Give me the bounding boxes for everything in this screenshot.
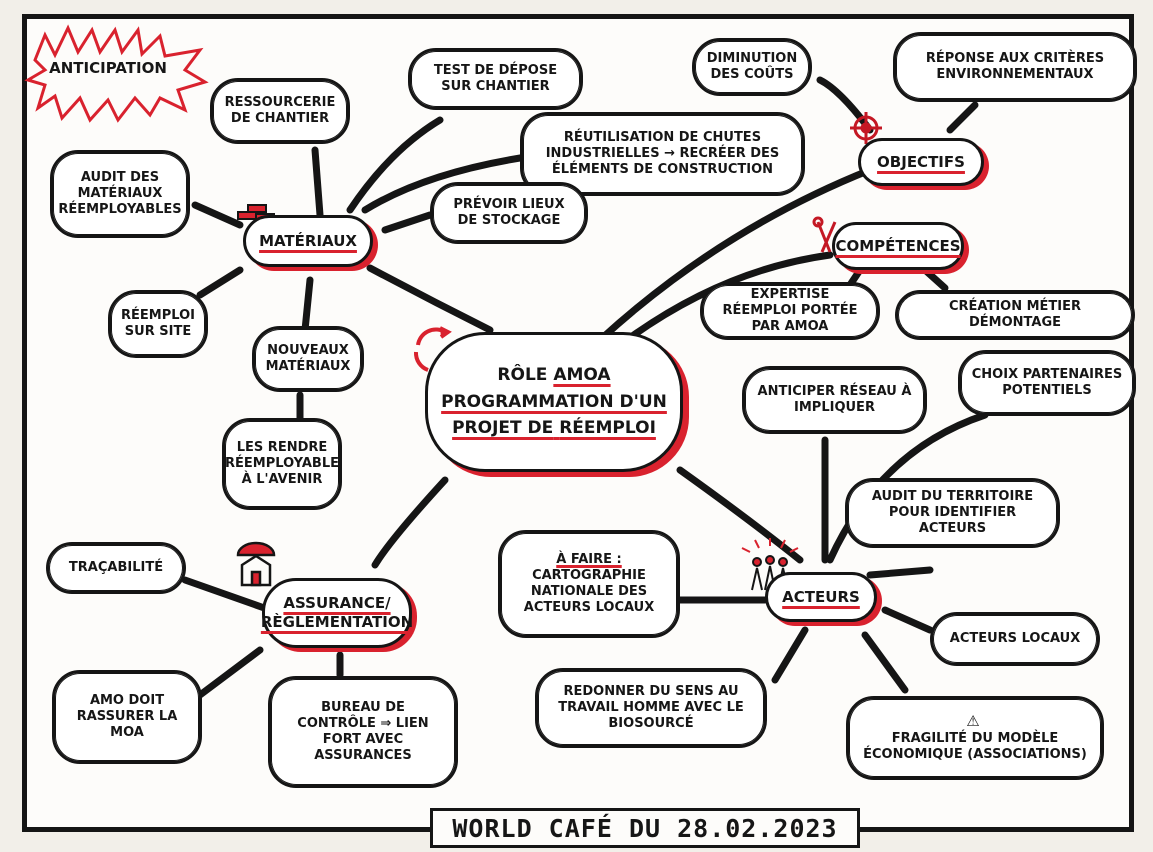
anticipation-tag: ANTICIPATION [49, 59, 167, 77]
center-role-text: RÔLE [497, 365, 548, 386]
note-rendre: LES RENDRE RÉEMPLOYABLE À L'AVENIR [222, 418, 342, 510]
note-redonner: REDONNER DU SENS AU TRAVAIL HOMME AVEC L… [535, 668, 767, 748]
link-obj-reponse [946, 101, 979, 134]
category-acteurs: ACTEURS [765, 572, 877, 622]
link-mat-test [346, 116, 444, 214]
category-materiaux-label: MATÉRIAUX [259, 231, 357, 250]
link-act-locaux [881, 606, 934, 634]
target-icon [850, 112, 882, 144]
note-creation: CRÉATION MÉTIER DÉMONTAGE [895, 290, 1135, 340]
link-act-redonner [771, 626, 809, 684]
note-expertise: EXPERTISE RÉEMPLOI PORTÉE PAR AMOA [700, 282, 880, 340]
note-tracabilite: TRAÇABILITÉ [46, 542, 186, 594]
category-assurance-label: ASSURANCE/ RÈGLEMENTATION [260, 594, 414, 631]
warning-icon: ⚠ [966, 712, 980, 731]
link-center-materiaux [366, 264, 494, 334]
umbrella-house-icon [236, 541, 276, 587]
category-acteurs-label: ACTEURS [782, 587, 860, 606]
link-ass-tracabilite [181, 576, 274, 614]
fragilite-text: ⚠FRAGILITÉ DU MODÈLE ÉCONOMIQUE (ASSOCIA… [859, 712, 1091, 763]
tools-icon [812, 216, 837, 253]
note-audit-materiaux: AUDIT DES MATÉRIAUX RÉEMPLOYABLES [50, 150, 190, 238]
note-diminution: DIMINUTION DES COÛTS [692, 38, 812, 96]
center-reemploi-text: RÉEMPLOI [559, 418, 656, 439]
center-amoa-text: AMOA [553, 365, 611, 386]
center-line-2: PROGRAMMATION D'UN [441, 391, 667, 412]
link-comp-creation [921, 266, 949, 292]
note-a-faire: À FAIRE : CARTOGRAPHIE NATIONALE DES ACT… [498, 530, 680, 638]
note-anticiper: ANTICIPER RÉSEAU À IMPLIQUER [742, 366, 927, 434]
central-topic: RÔLE AMOA PROGRAMMATION D'UN PROJET DE R… [425, 332, 683, 472]
link-act-fragilite [861, 631, 909, 694]
link-ass-amo [196, 646, 264, 699]
fragilite-label: FRAGILITÉ DU MODÈLE ÉCONOMIQUE (ASSOCIAT… [863, 731, 1087, 763]
a-faire-title: À FAIRE : [556, 551, 622, 567]
category-competences: COMPÉTENCES [832, 222, 964, 270]
category-objectifs-label: OBJECTIFS [877, 152, 965, 171]
category-assurance: ASSURANCE/ RÈGLEMENTATION [260, 578, 414, 648]
link-center-acteurs [676, 466, 804, 564]
center-line-1: RÔLE AMOA [497, 362, 610, 388]
category-objectifs: OBJECTIFS [858, 138, 984, 186]
link-act-audit [866, 566, 934, 579]
center-projet-text: PROJET DE [452, 418, 554, 439]
note-acteurs-locaux: ACTEURS LOCAUX [930, 612, 1100, 666]
note-test-depose: TEST DE DÉPOSE SUR CHANTIER [408, 48, 583, 110]
note-amo: AMO DOIT RASSURER LA MOA [52, 670, 202, 764]
footer-title: WORLD CAFÉ DU 28.02.2023 [430, 808, 860, 848]
center-line-3: PROJET DE RÉEMPLOI [452, 415, 656, 441]
note-nouveaux: NOUVEAUX MATÉRIAUX [252, 326, 364, 392]
note-bureau: BUREAU DE CONTRÔLE ⇒ LIEN FORT AVEC ASSU… [268, 676, 458, 788]
note-stockage: PRÉVOIR LIEUX DE STOCKAGE [430, 182, 588, 244]
link-mat-nouveaux [301, 276, 314, 334]
link-mat-ressourcerie [311, 146, 324, 219]
burst-icon [24, 24, 209, 123]
link-mat-reutil [361, 151, 544, 214]
category-materiaux: MATÉRIAUX [243, 215, 373, 267]
note-choix: CHOIX PARTENAIRES POTENTIELS [958, 350, 1136, 416]
note-reutilisation: RÉUTILISATION DE CHUTES INDUSTRIELLES → … [520, 112, 805, 196]
note-ressourcerie: RESSOURCERIE DE CHANTIER [210, 78, 350, 144]
a-faire-body: CARTOGRAPHIE NATIONALE DES ACTEURS LOCAU… [523, 567, 655, 616]
link-mat-stockage [381, 211, 434, 234]
link-center-assurance [371, 476, 449, 569]
category-competences-label: COMPÉTENCES [835, 236, 961, 255]
note-audit-territoire: AUDIT DU TERRITOIRE POUR IDENTIFIER ACTE… [845, 478, 1060, 548]
note-reemploi-site: RÉEMPLOI SUR SITE [108, 290, 208, 358]
link-center-objectifs [596, 166, 874, 344]
link-act-choix [826, 411, 989, 564]
link-mat-site [196, 266, 244, 299]
note-reponse: RÉPONSE AUX CRITÈRES ENVIRONNEMENTAUX [893, 32, 1137, 102]
note-fragilite: ⚠FRAGILITÉ DU MODÈLE ÉCONOMIQUE (ASSOCIA… [846, 696, 1104, 780]
link-mat-audit [191, 201, 244, 229]
link-obj-diminution [816, 76, 874, 134]
